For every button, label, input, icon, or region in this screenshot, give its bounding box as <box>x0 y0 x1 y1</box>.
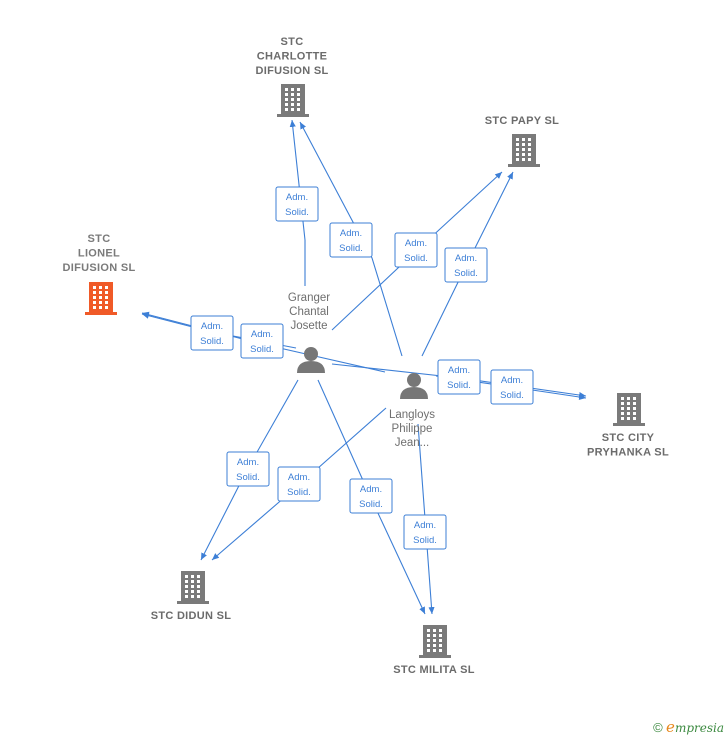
building-icon <box>85 282 117 315</box>
company-label: STC PAPY SL <box>485 115 559 127</box>
role-text: Solid. <box>339 243 363 254</box>
role-text: Adm. <box>448 365 470 376</box>
empresia-logo: empresia <box>666 718 724 736</box>
edge-granger-charlotte <box>289 119 306 286</box>
company-label: DIFUSION SL <box>256 65 329 77</box>
company-label: STC DIDUN SL <box>151 610 232 622</box>
role-text: Solid. <box>447 380 471 391</box>
role-text: Solid. <box>413 535 437 546</box>
company-label: LIONEL <box>78 248 120 260</box>
role-text: Adm. <box>288 472 310 483</box>
person-node-langloys[interactable]: LangloysPhilippeJean... <box>389 373 435 449</box>
role-label-granger-didun[interactable]: Adm. Solid. <box>226 451 270 487</box>
company-label: STC CITY <box>602 432 655 444</box>
role-text: Solid. <box>236 472 260 483</box>
role-text: Adm. <box>360 484 382 495</box>
person-icon <box>400 373 428 399</box>
role-text: Adm. <box>455 253 477 264</box>
company-node-milita[interactable]: STC MILITA SL <box>393 625 475 676</box>
role-box <box>403 514 447 550</box>
company-label: DIFUSION SL <box>63 262 136 274</box>
role-box <box>490 369 534 405</box>
company-label: STC MILITA SL <box>393 664 475 676</box>
role-box <box>275 186 319 222</box>
edges <box>141 119 587 615</box>
role-box <box>437 359 481 395</box>
role-text: Solid. <box>287 487 311 498</box>
role-box <box>444 247 488 283</box>
building-icon <box>419 625 451 658</box>
role-label-langloys-didun[interactable]: Adm. Solid. <box>277 466 321 502</box>
role-box <box>190 315 234 351</box>
person-label: Josette <box>290 320 327 332</box>
role-label-langloys-charlotte[interactable]: Adm. Solid. <box>329 222 373 258</box>
company-node-city[interactable]: STC CITY PRYHANKA SL <box>587 393 669 459</box>
person-label: Langloys <box>389 409 435 421</box>
role-box <box>277 466 321 502</box>
role-label-langloys-lionel[interactable]: Adm. Solid. <box>190 315 234 351</box>
role-text: Adm. <box>237 457 259 468</box>
company-node-lionel[interactable]: STC LIONEL DIFUSION SL <box>63 233 136 315</box>
company-label: PRYHANKA SL <box>587 447 669 459</box>
building-icon <box>508 134 540 167</box>
role-box <box>394 232 438 268</box>
role-text: Adm. <box>501 375 523 386</box>
person-label: Philippe <box>392 423 433 435</box>
role-label-granger-charlotte[interactable]: Adm. Solid. <box>275 186 319 222</box>
role-text: Adm. <box>414 520 436 531</box>
role-label-granger-lionel[interactable]: Adm. Solid. <box>240 323 284 359</box>
edge-langloys-charlotte <box>299 121 403 357</box>
role-box <box>226 451 270 487</box>
role-text: Solid. <box>454 268 478 279</box>
role-label-granger-city[interactable]: Adm. Solid. <box>437 359 481 395</box>
role-labels: Adm. Solid. Adm. Solid. Adm. Solid. Adm. Solid.… <box>190 186 534 550</box>
role-text: Adm. <box>340 228 362 239</box>
company-node-didun[interactable]: STC DIDUN SL <box>151 571 232 622</box>
role-text: Adm. <box>251 329 273 340</box>
role-text: Solid. <box>200 336 224 347</box>
company-label: STC <box>281 36 304 48</box>
person-icon <box>297 347 325 373</box>
building-icon <box>177 571 209 604</box>
building-icon <box>613 393 645 426</box>
company-node-charlotte[interactable]: STC CHARLOTTE DIFUSION SL <box>256 36 329 117</box>
person-label: Chantal <box>289 306 329 318</box>
role-text: Adm. <box>286 192 308 203</box>
role-label-langloys-papy[interactable]: Adm. Solid. <box>444 247 488 283</box>
role-label-granger-milita[interactable]: Adm. Solid. <box>349 478 393 514</box>
role-box <box>349 478 393 514</box>
nodes: STC CHARLOTTE DIFUSION SL STC PAPY SL STC LIO… <box>63 36 669 676</box>
role-box <box>329 222 373 258</box>
company-node-papy[interactable]: STC PAPY SL <box>485 115 559 167</box>
role-label-langloys-milita[interactable]: Adm. Solid. <box>403 514 447 550</box>
role-label-granger-papy[interactable]: Adm. Solid. <box>394 232 438 268</box>
copyright-symbol: © <box>653 720 663 735</box>
role-text: Adm. <box>405 238 427 249</box>
role-text: Solid. <box>250 344 274 355</box>
person-label: Jean... <box>395 437 430 449</box>
empresia-footer[interactable]: © empresia <box>653 718 724 736</box>
role-box <box>240 323 284 359</box>
role-label-langloys-city[interactable]: Adm. Solid. <box>490 369 534 405</box>
role-text: Adm. <box>201 321 223 332</box>
role-text: Solid. <box>359 499 383 510</box>
person-label: Granger <box>288 292 330 304</box>
company-label: STC <box>88 233 111 245</box>
building-icon <box>277 84 309 117</box>
company-label: CHARLOTTE <box>257 51 328 63</box>
role-text: Solid. <box>404 253 428 264</box>
role-text: Solid. <box>285 207 309 218</box>
role-text: Solid. <box>500 390 524 401</box>
